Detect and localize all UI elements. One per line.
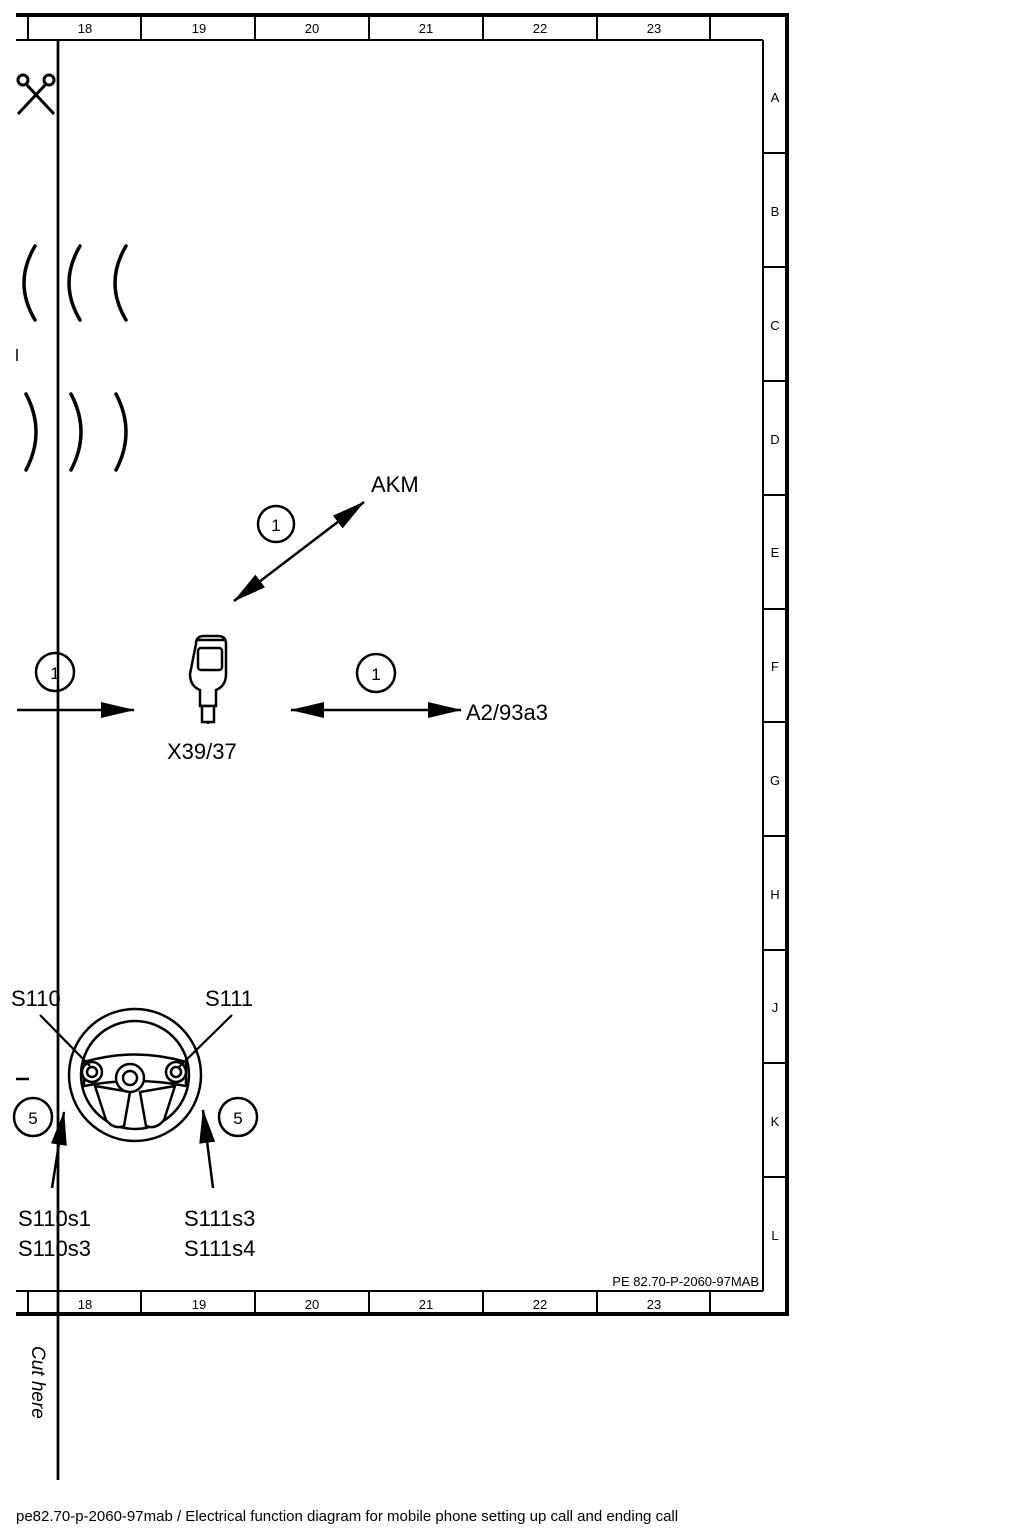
row-label: A	[771, 90, 780, 105]
right-steering-link: 5	[199, 1096, 259, 1189]
column-label: 18	[78, 1297, 92, 1312]
switch-label: S111s3	[184, 1206, 255, 1231]
switch-label: S110s1	[18, 1206, 91, 1231]
cut-here-label: Cut here	[27, 1346, 48, 1419]
switch-label: S111s4	[184, 1236, 255, 1261]
column-label: 20	[305, 1297, 319, 1312]
column-labels-bottom: 18 19 20 21 22 23	[78, 1297, 661, 1312]
marker-number: 1	[371, 665, 380, 684]
radio-wave-icon	[22, 244, 128, 472]
column-label: 18	[78, 21, 92, 36]
scissors-icon	[16, 73, 56, 116]
row-label: J	[772, 1000, 779, 1015]
column-label: 23	[647, 1297, 661, 1312]
column-ruler	[140, 15, 711, 1314]
page-caption: pe82.70-p-2060-97mab / Electrical functi…	[16, 1508, 679, 1525]
column-label: 21	[419, 1297, 433, 1312]
marker-number: 1	[50, 664, 59, 683]
marker-number: 1	[271, 516, 280, 535]
left-steering-link: 5	[12, 1096, 67, 1189]
reference-code: PE 82.70-P-2060-97MAB	[612, 1274, 759, 1289]
row-label: K	[771, 1114, 780, 1129]
row-label: E	[771, 545, 780, 560]
column-label: 21	[419, 21, 433, 36]
column-label: 22	[533, 1297, 547, 1312]
row-label: C	[770, 318, 779, 333]
marker-number: 5	[233, 1109, 242, 1128]
column-label: 19	[192, 21, 206, 36]
column-label: 23	[647, 21, 661, 36]
s110-label: S110	[11, 986, 61, 1011]
column-label: 20	[305, 21, 319, 36]
connector-label: X39/37	[167, 739, 237, 764]
marker-circle	[34, 651, 76, 693]
akm-label: AKM	[371, 472, 419, 497]
column-label: 22	[533, 21, 547, 36]
connector-x39-37	[188, 634, 228, 724]
cut-line: Cut here	[16, 40, 60, 1480]
row-label: H	[770, 887, 779, 902]
row-label: F	[771, 659, 779, 674]
marker-circle	[355, 652, 397, 694]
a2-label: A2/93a3	[466, 700, 548, 725]
row-label: B	[771, 204, 780, 219]
akm-link: 1 AKM	[233, 472, 419, 602]
steering-wheel-icon	[67, 1007, 203, 1143]
marker-circle	[256, 504, 296, 544]
column-labels-top: 18 19 20 21 22 23	[78, 21, 661, 36]
a2-link: 1 A2/93a3	[290, 652, 548, 725]
switch-leaders	[39, 1014, 233, 1069]
row-label: D	[770, 432, 779, 447]
row-labels: A B C D E F G H J K L	[770, 90, 780, 1243]
marker-number: 5	[28, 1109, 37, 1128]
row-ruler	[763, 152, 787, 1178]
marker-circle	[217, 1096, 259, 1138]
row-label: G	[770, 773, 780, 788]
column-label: 19	[192, 1297, 206, 1312]
row-label: L	[771, 1228, 778, 1243]
left-input-link: 1	[17, 40, 135, 1480]
s111-label: S111	[205, 986, 253, 1011]
switch-label: S110s3	[18, 1236, 91, 1261]
